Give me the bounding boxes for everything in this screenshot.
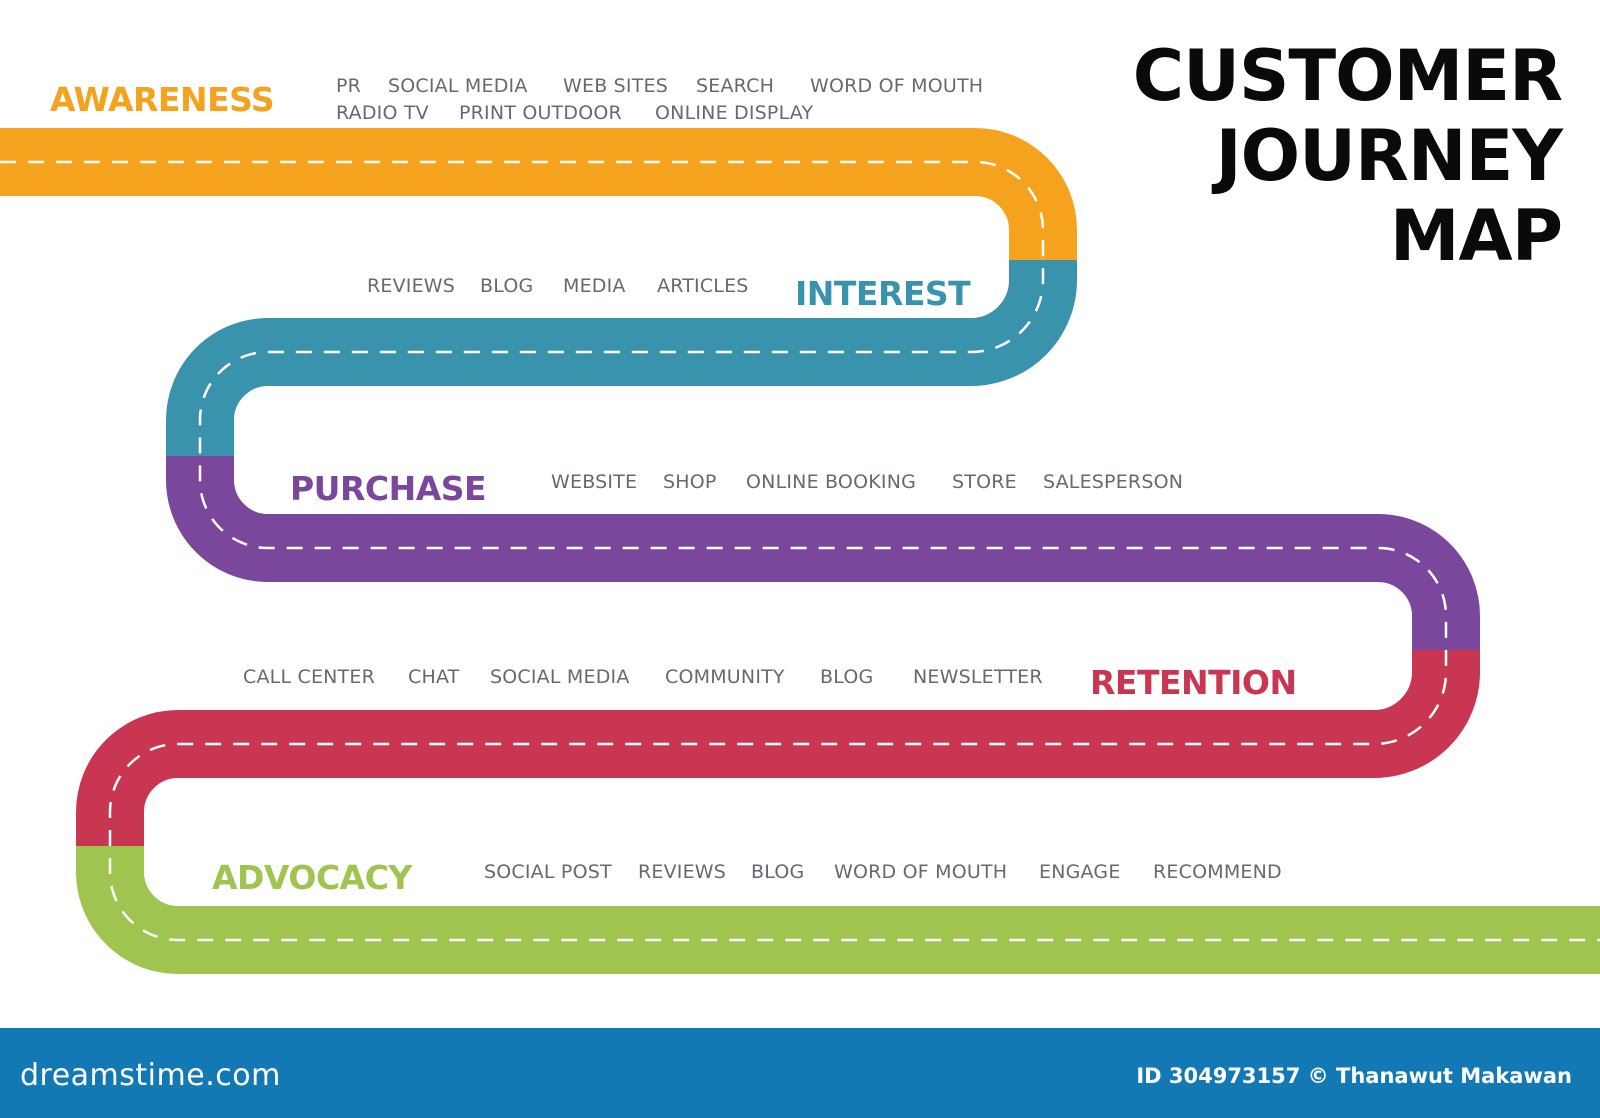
road-center-dashes <box>0 160 1600 942</box>
touchpoint-awareness-social-media: SOCIAL MEDIA <box>388 75 528 97</box>
footer-credit: ID 304973157 © Thanawut Makawan <box>1136 1064 1572 1088</box>
touchpoint-retention-chat: CHAT <box>408 666 460 688</box>
touchpoint-advocacy-social-post: SOCIAL POST <box>484 861 612 883</box>
touchpoint-advocacy-reviews: REVIEWS <box>638 861 727 883</box>
touchpoint-advocacy-engage: ENGAGE <box>1039 861 1121 883</box>
touchpoint-purchase-online-booking: ONLINE BOOKING <box>746 471 917 493</box>
touchpoint-interest-articles: ARTICLES <box>657 275 749 297</box>
touchpoint-purchase-store: STORE <box>952 471 1017 493</box>
touchpoint-interest-blog: BLOG <box>480 275 534 297</box>
road-segment-awareness <box>0 128 1077 262</box>
touchpoint-purchase-website: WEBSITE <box>551 471 638 493</box>
touchpoint-awareness-online-display: ONLINE DISPLAY <box>655 102 814 124</box>
stage-label-retention: RETENTION <box>1090 663 1297 702</box>
touchpoint-awareness-word-of-mouth: WORD OF MOUTH <box>810 75 984 97</box>
footer-bar: dreamstime.com ID 304973157 © Thanawut M… <box>0 1028 1600 1118</box>
stage-label-purchase: PURCHASE <box>290 469 487 508</box>
touchpoint-interest-media: MEDIA <box>563 275 626 297</box>
touchpoint-awareness-web-sites: WEB SITES <box>563 75 669 97</box>
page-title: CUSTOMER JOURNEY MAP <box>1132 35 1563 277</box>
touchpoint-awareness-search: SEARCH <box>696 75 775 97</box>
stage-label-awareness: AWARENESS <box>50 80 275 119</box>
touchpoint-interest-reviews: REVIEWS <box>367 275 456 297</box>
touchpoint-advocacy-blog: BLOG <box>751 861 805 883</box>
stage-label-advocacy: ADVOCACY <box>212 858 412 897</box>
touchpoint-retention-newsletter: NEWSLETTER <box>913 666 1043 688</box>
touchpoint-awareness-radio-tv: RADIO TV <box>336 102 429 124</box>
title-line-1: CUSTOMER <box>1132 35 1563 117</box>
touchpoint-purchase-shop: SHOP <box>663 471 717 493</box>
touchpoint-retention-social-media: SOCIAL MEDIA <box>490 666 630 688</box>
touchpoint-retention-community: COMMUNITY <box>665 666 785 688</box>
stage-label-interest: INTEREST <box>795 274 971 313</box>
title-line-3: MAP <box>1389 195 1563 277</box>
touchpoint-purchase-salesperson: SALESPERSON <box>1043 471 1184 493</box>
touchpoint-retention-blog: BLOG <box>820 666 874 688</box>
touchpoint-retention-call-center: CALL CENTER <box>243 666 375 688</box>
touchpoint-awareness-pr: PR <box>336 75 362 97</box>
touchpoint-advocacy-recommend: RECOMMEND <box>1153 861 1282 883</box>
title-line-2: JOURNEY <box>1215 115 1563 197</box>
journey-road <box>0 128 1600 974</box>
touchpoint-awareness-print-outdoor: PRINT OUTDOOR <box>459 102 622 124</box>
footer-logo: dreamstime.com <box>20 1058 281 1093</box>
touchpoint-advocacy-word-of-mouth: WORD OF MOUTH <box>834 861 1008 883</box>
